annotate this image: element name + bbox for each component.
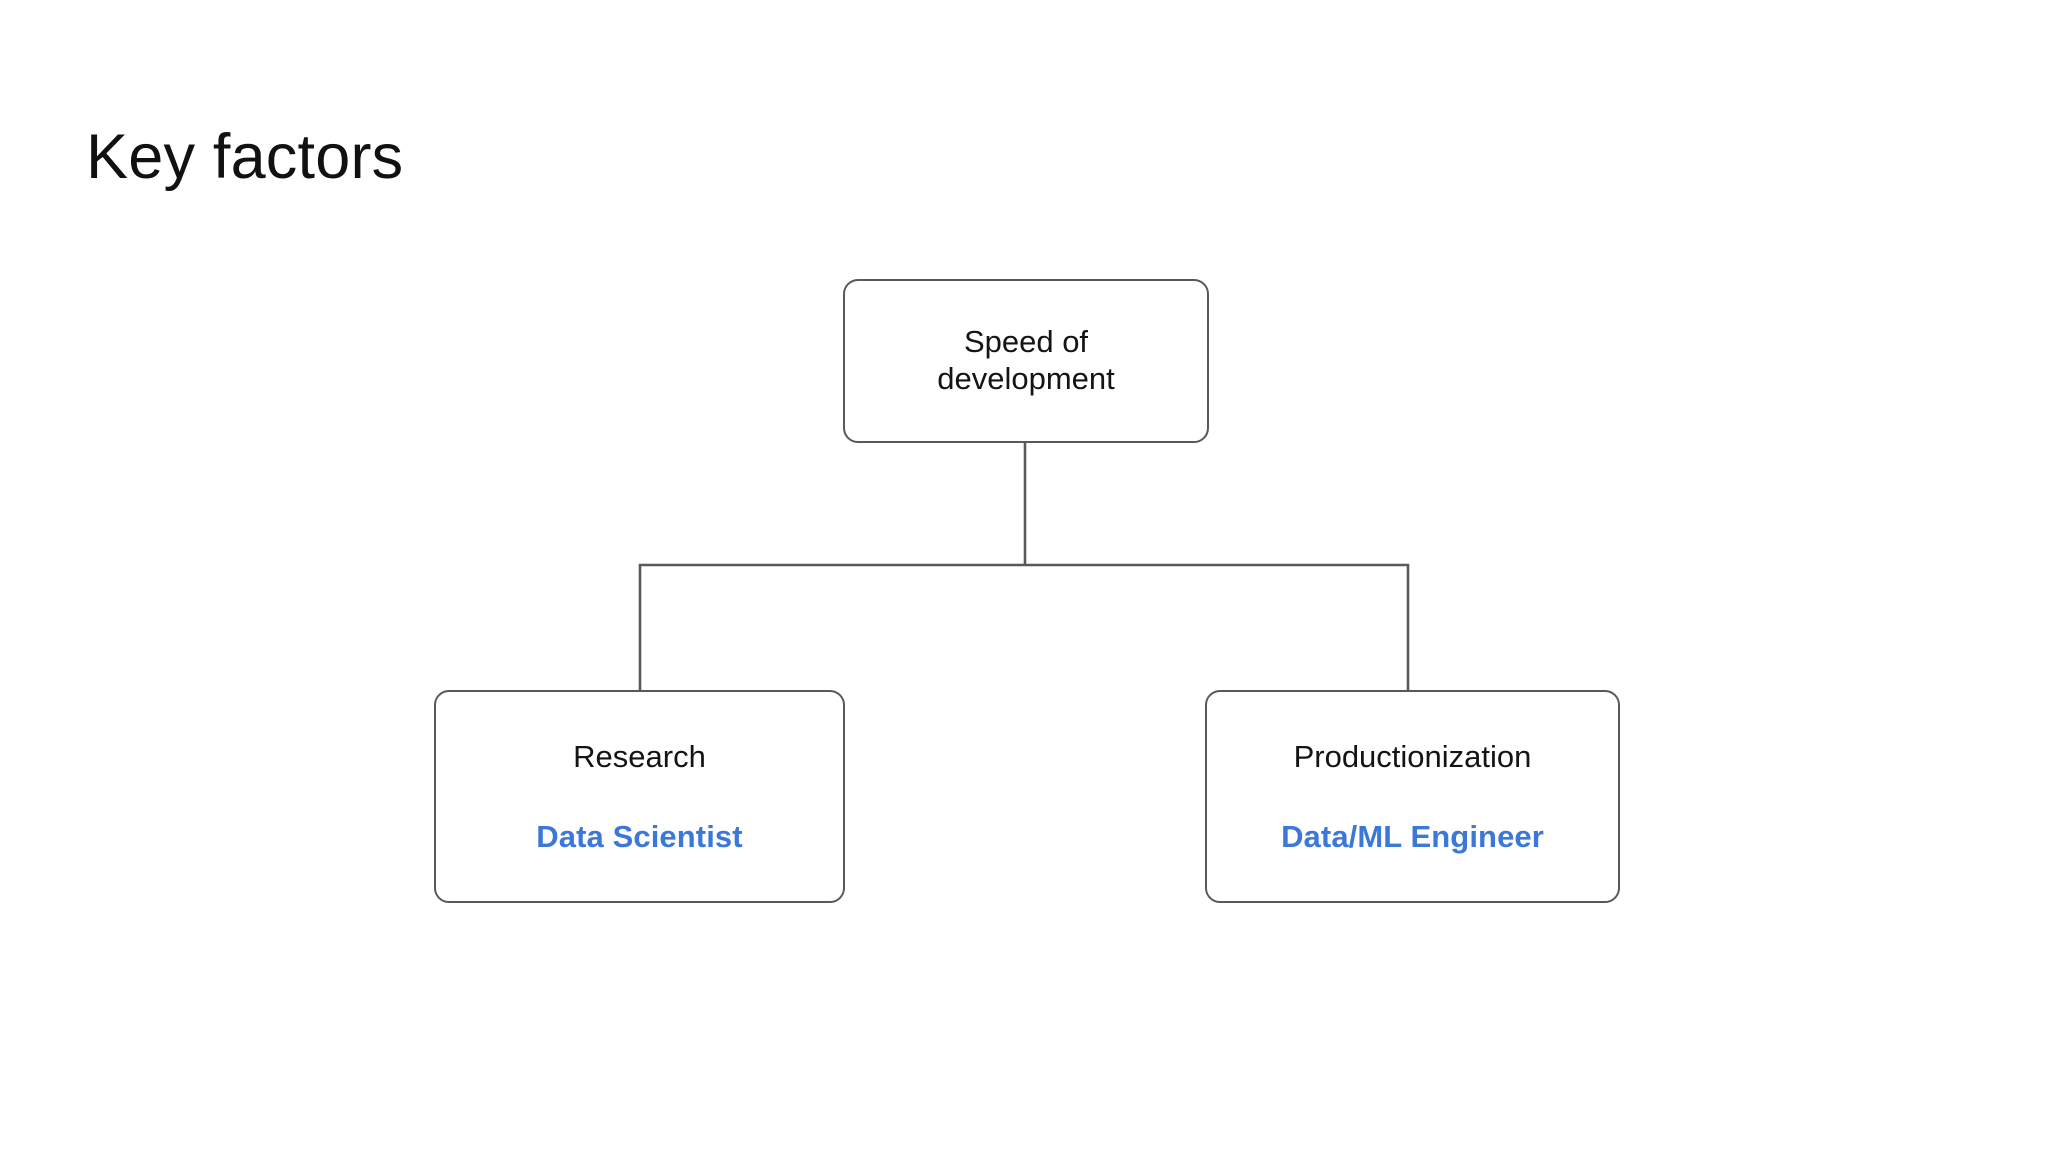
node-root-title: Speed of development [937,324,1115,397]
node-research-role: Data Scientist [536,818,743,854]
node-root-title-line2: development [937,361,1115,396]
node-speed-of-development[interactable]: Speed of development [843,279,1209,443]
node-productionization-title: Productionization [1293,739,1532,775]
node-productionization[interactable]: Productionization Data/ML Engineer [1205,690,1620,903]
node-research-title: Research [573,739,706,775]
node-root-title-line1: Speed of [963,324,1089,360]
node-research[interactable]: Research Data Scientist [434,690,845,903]
page-title: Key factors [86,122,404,192]
node-productionization-role: Data/ML Engineer [1281,818,1544,854]
